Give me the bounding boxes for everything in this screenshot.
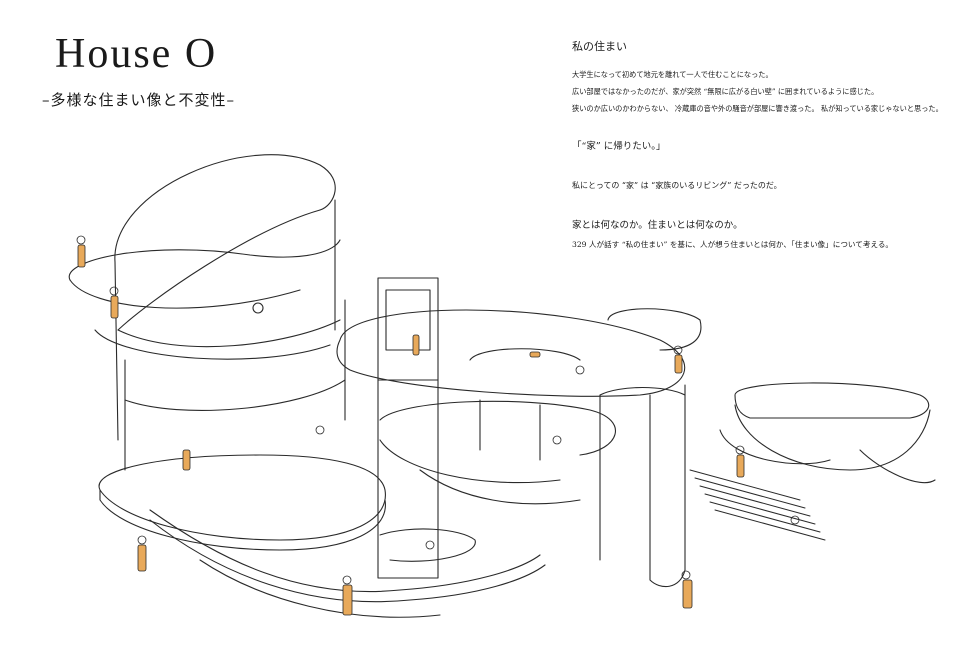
essay-closing: 329 人が話す “私の住まい” を基に、人が想う住まいとは何か、「住まい像」に…: [572, 240, 894, 249]
page-title: House O: [55, 31, 218, 77]
essay-para-2: 広い部屋ではなかったのだが、家が突然 “無限に広がる白い壁” に囲まれているよう…: [572, 87, 879, 96]
clock-icon: [252, 302, 264, 314]
essay-block: 私の住まい 大学生になって初めて地元を離れて一人で住むことになった。 広い部屋で…: [572, 38, 952, 250]
essay-para-4: 私にとっての “家” は “家族のいるリビング” だったのだ。: [572, 181, 782, 190]
people: [77, 244, 745, 616]
essay-quote: 「“家” に帰りたい。」: [572, 141, 666, 152]
essay-para-3: 狭いのか広いのかわからない、 冷蔵庫の音や外の騒音が部屋に響き渡った。 私が知っ…: [572, 104, 943, 113]
essay-heading: 私の住まい: [572, 40, 627, 53]
stairs: [689, 469, 826, 541]
people-heads: [76, 235, 800, 585]
page-subtitle: –多様な住まい像と不変性–: [42, 91, 236, 109]
right-bowl: [719, 382, 936, 484]
essay-para-1: 大学生になって初めて地元を離れて一人で住むことになった。: [572, 70, 773, 79]
central-frame: [377, 277, 439, 579]
essay-question: 家とは何なのか。住まいとは何なのか。: [572, 220, 743, 231]
main-floor: [98, 454, 546, 618]
right-cylinder: [599, 308, 702, 588]
middle-tiers: [336, 309, 686, 562]
